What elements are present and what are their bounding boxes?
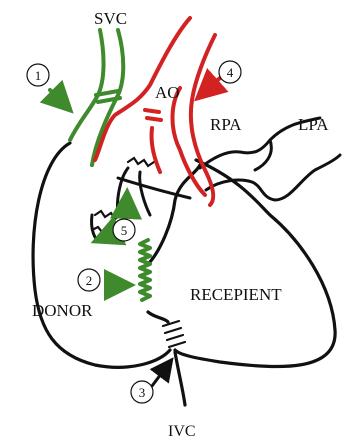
label-ao: AO xyxy=(155,83,180,102)
suture-ivc xyxy=(163,321,185,347)
marker-2-label: 2 xyxy=(86,273,93,288)
label-ivc: IVC xyxy=(168,423,196,440)
label-svc: SVC xyxy=(94,9,127,28)
marker-5-label: 5 xyxy=(121,223,128,238)
marker-1-label: 1 xyxy=(35,68,42,83)
lpa-branch xyxy=(255,140,271,170)
arrow-1 xyxy=(50,90,68,108)
atrial-stump-2 xyxy=(140,172,150,215)
suture-5b xyxy=(92,227,108,232)
arrow-4 xyxy=(200,78,220,96)
arrow-5b xyxy=(98,234,112,240)
marker-3-label: 3 xyxy=(139,385,146,400)
label-lpa: LPA xyxy=(298,115,329,134)
marker-4: 4 xyxy=(219,61,241,83)
label-rpa: RPA xyxy=(210,115,242,134)
arrow-5a xyxy=(126,195,127,220)
marker-4-label: 4 xyxy=(227,65,234,80)
aorta-root xyxy=(152,128,160,172)
marker-2: 2 xyxy=(78,269,100,291)
arrow-3 xyxy=(152,362,170,386)
suture-upper xyxy=(128,158,154,166)
aorta-suture xyxy=(145,110,161,120)
donor-svc-left xyxy=(70,30,104,140)
ivc-vessel xyxy=(175,352,185,405)
label-donor: DONOR xyxy=(32,301,93,320)
marker-1: 1 xyxy=(27,64,49,86)
donor-lower-border xyxy=(148,312,168,322)
atrial-suture-green xyxy=(140,240,150,300)
label-recipient: RECEPIENT xyxy=(190,285,282,304)
marker-3: 3 xyxy=(131,381,153,403)
marker-5: 5 xyxy=(113,219,135,241)
